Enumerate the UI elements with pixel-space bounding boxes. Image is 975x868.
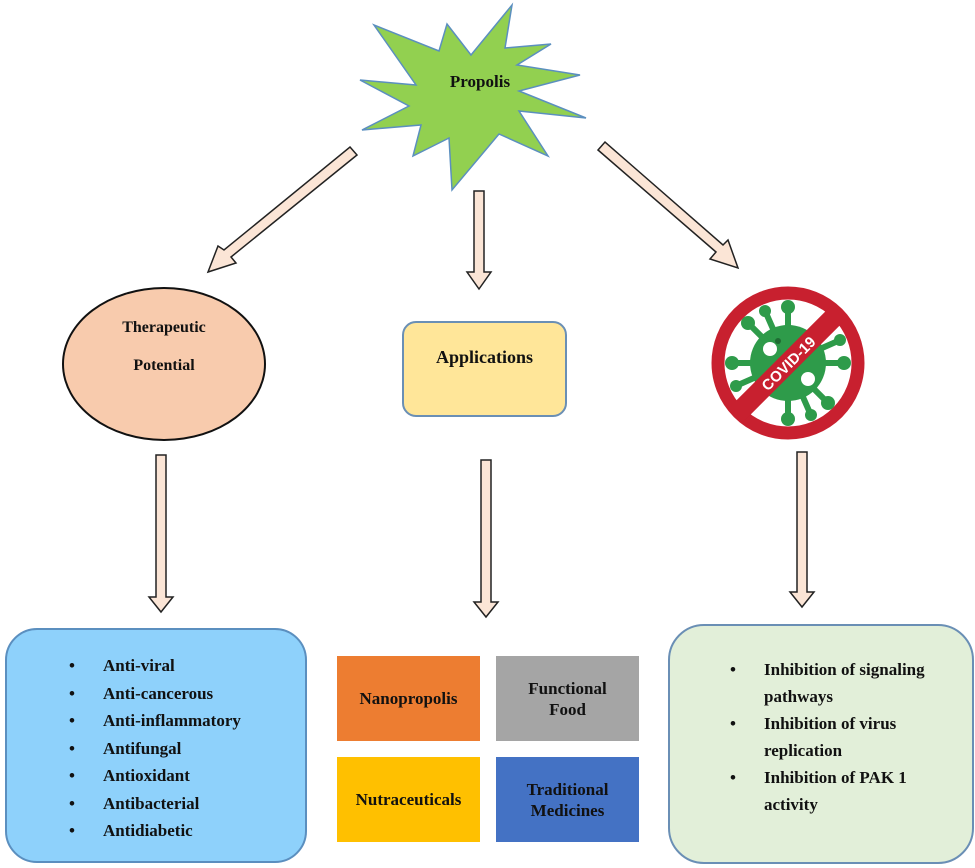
arrow-to-application-tiles xyxy=(472,459,500,619)
arrow-to-applications xyxy=(465,190,493,291)
list-item: •Antifungal xyxy=(69,738,182,758)
therapeutic-effects-list: •Anti-viral •Anti-cancerous •Anti-inflam… xyxy=(69,652,241,845)
list-item: •Antidiabetic xyxy=(69,821,193,840)
list-item: •Antioxidant xyxy=(69,766,190,785)
list-item: •Inhibition of virus replication xyxy=(730,714,897,760)
tile-nutraceuticals: Nutraceuticals xyxy=(337,757,480,842)
therapeutic-effects-box: •Anti-viral •Anti-cancerous •Anti-inflam… xyxy=(5,628,307,863)
list-item: •Inhibition of PAK 1 activity xyxy=(730,768,907,814)
covid-effects-list: •Inhibition of signaling pathways •Inhib… xyxy=(730,656,960,818)
arrow-to-covid xyxy=(596,140,740,270)
therapeutic-potential-node: Therapeutic Potential xyxy=(62,287,266,441)
tile-traditional-medicines: Traditional Medicines xyxy=(496,757,639,842)
list-item: •Anti-cancerous xyxy=(69,683,214,703)
therapeutic-label-line1: Therapeutic xyxy=(122,319,206,336)
list-item: •Antibacterial xyxy=(69,793,200,813)
arrow-to-therapeutic-list xyxy=(147,454,175,614)
arrow-to-covid-list xyxy=(788,451,816,609)
covid-19-prohibited-icon: COVID-19 xyxy=(711,286,865,440)
tile-functional-food: Functional Food xyxy=(496,656,639,741)
propolis-label: Propolis xyxy=(449,72,511,91)
propolis-star-shape xyxy=(359,2,587,192)
therapeutic-label-line2: Potential xyxy=(133,357,195,374)
list-item: •Anti-inflammatory xyxy=(69,711,241,730)
tile-nanopropolis: Nanopropolis xyxy=(337,656,480,741)
list-item: •Inhibition of signaling pathways xyxy=(730,660,925,706)
applications-node: Applications xyxy=(402,321,567,417)
arrow-to-therapeutic xyxy=(206,145,359,274)
covid-effects-box: •Inhibition of signaling pathways •Inhib… xyxy=(668,624,974,864)
list-item: •Anti-viral xyxy=(69,656,175,675)
